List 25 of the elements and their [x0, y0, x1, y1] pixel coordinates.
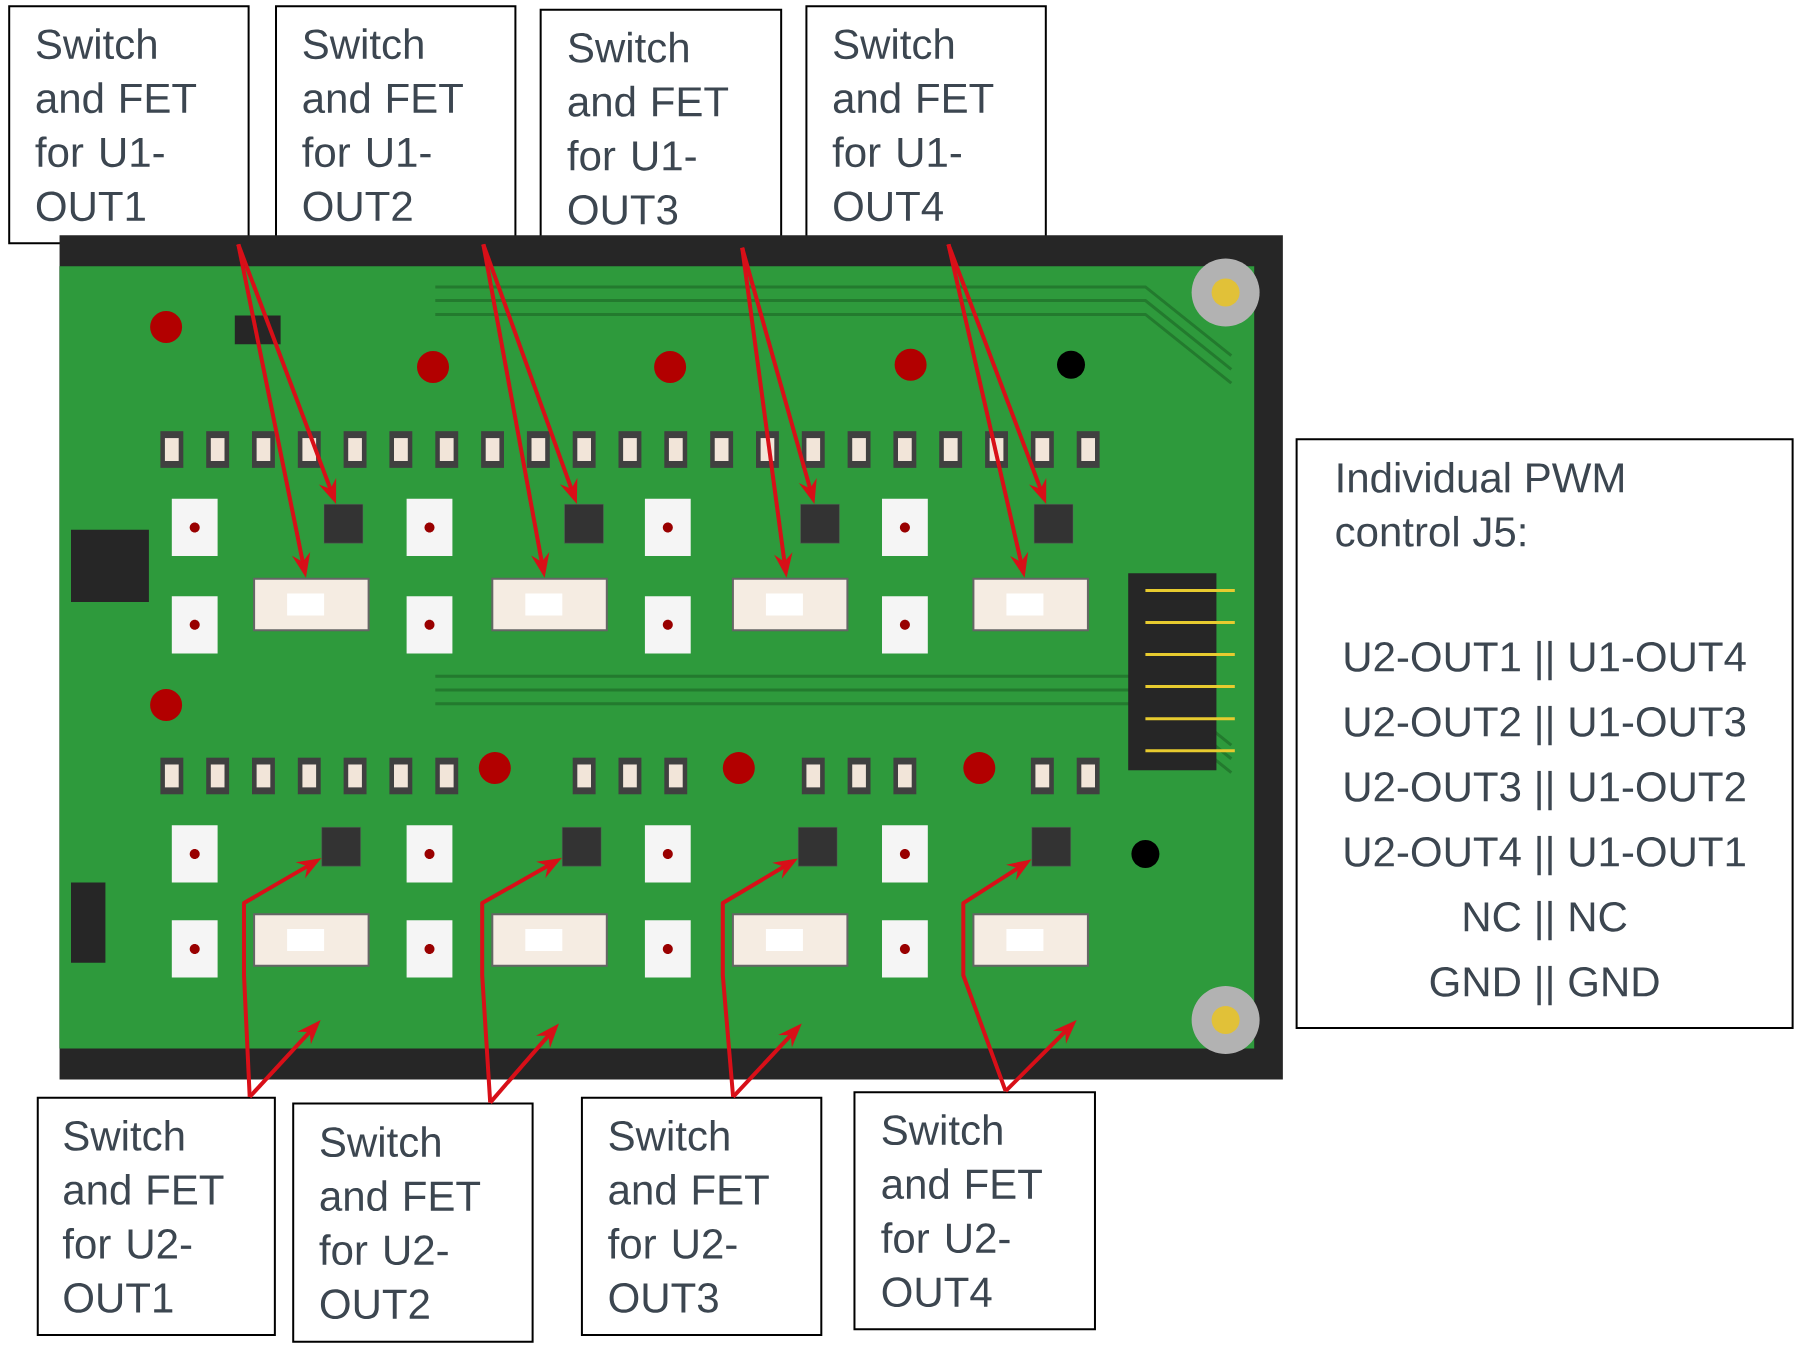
text-box: Individual PWM control J5: U2-OUT1 || U1-OUT4 U2-OUT2 || U1-OUT3 U2-OUT3 || U1-OUT2 U2-OUT4 || U1-OUT1 NC || NC GND || GND	[1295, 438, 1794, 1029]
callout-box: Switch and FET for U1-OUT3	[539, 8, 783, 248]
callout-box: Switch and FET for U1-OUT4	[805, 5, 1047, 245]
transistor-chip	[1033, 504, 1074, 544]
transistor-chip	[798, 827, 838, 867]
callout-box: Switch and FET for U1-OUT1	[8, 5, 250, 245]
transistor-chip	[323, 504, 364, 544]
slide-switch	[253, 577, 370, 632]
slide-switch	[253, 913, 370, 967]
transistor-chip	[321, 827, 361, 867]
slide-switch	[972, 577, 1089, 632]
slide-switch	[491, 577, 608, 632]
transistor-chip	[564, 504, 604, 544]
callout-box: Switch and FET for U2-OUT4	[853, 1091, 1096, 1331]
callout-box: Switch and FET for U2-OUT1	[36, 1096, 276, 1336]
slide-switch	[972, 913, 1089, 967]
callout-box: Switch and FET for U2-OUT3	[580, 1096, 823, 1336]
callout-box: Switch and FET for U1-OUT2	[275, 5, 517, 245]
transistor-chip	[800, 504, 840, 544]
slide-switch	[491, 913, 608, 967]
slide-switch	[731, 577, 849, 632]
callout-box: Switch and FET for U2-OUT2	[292, 1102, 534, 1343]
transistor-chip	[562, 827, 602, 867]
slide-switch	[731, 913, 849, 967]
transistor-chip	[1031, 827, 1071, 867]
